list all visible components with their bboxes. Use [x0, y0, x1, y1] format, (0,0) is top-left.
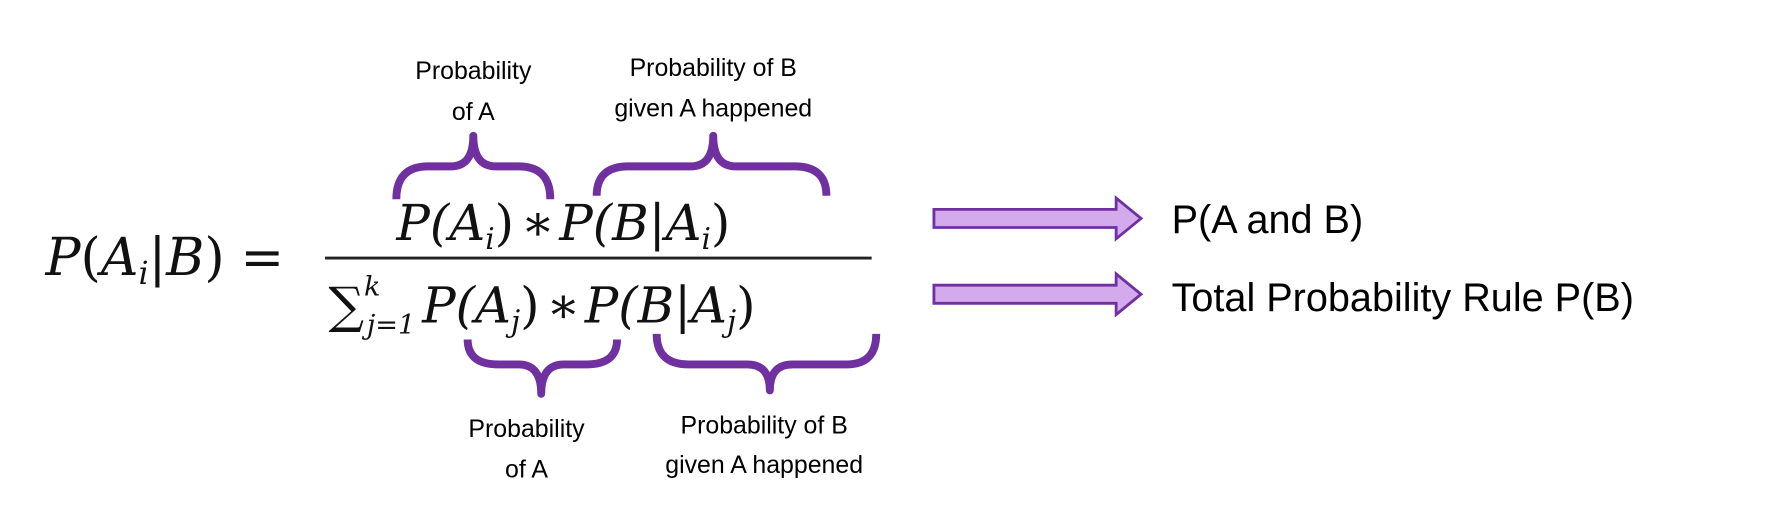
label-bottom-prob-a-line1: Probability [468, 415, 585, 443]
label-top-prob-a-line2: of A [452, 98, 495, 126]
result-numerator-text: P(A and B) [1172, 198, 1364, 242]
brace-bottom-prob-a [463, 339, 621, 398]
label-top-prob-a-line1: Probability [415, 57, 532, 85]
label-top-prob-b-line2: given A happened [614, 95, 812, 123]
label-bottom-prob-b-line2: given A happened [665, 451, 863, 479]
brace-top-prob-b [592, 131, 831, 197]
result-denominator-text: Total Probability Rule P(B) [1172, 276, 1634, 320]
arrow-right-icon [932, 195, 1144, 242]
brace-top-prob-a [392, 131, 555, 200]
arrow-right-icon [932, 270, 1144, 318]
formula-numerator: P(Ai)∗P(B|Ai) [395, 194, 730, 256]
brace-bottom-prob-b [652, 333, 881, 395]
label-bottom-prob-a-line2: of A [505, 456, 548, 484]
label-top-prob-b-line1: Probability of B [630, 54, 797, 82]
label-bottom-prob-b-line1: Probability of B [681, 411, 848, 439]
formula-lhs: P(Ai|B)= [45, 228, 285, 292]
